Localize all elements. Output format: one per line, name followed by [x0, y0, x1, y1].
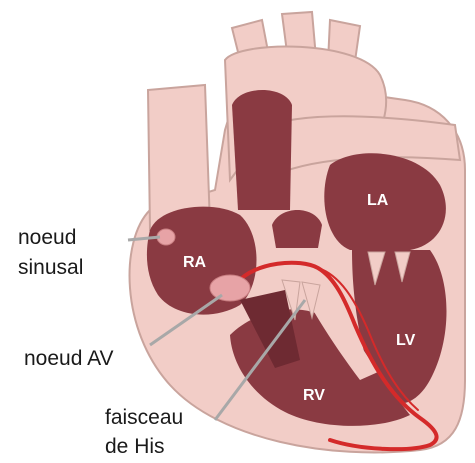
label-his-bundle-line1: faisceau: [105, 404, 183, 432]
chamber-label-rv: RV: [303, 387, 325, 404]
label-sa-node-line1: noeud: [18, 224, 76, 252]
av-node: [210, 275, 250, 301]
chamber-label-ra: RA: [183, 254, 207, 271]
chamber-label-la: LA: [367, 192, 389, 209]
label-his-bundle-line2: de His: [105, 433, 165, 461]
aorta-lumen: [232, 90, 292, 210]
label-av-node: noeud AV: [24, 345, 114, 373]
pulmonary-valve-chamber: [272, 210, 322, 248]
label-sa-node-line2: sinusal: [18, 254, 83, 282]
chamber-label-lv: LV: [396, 332, 416, 349]
